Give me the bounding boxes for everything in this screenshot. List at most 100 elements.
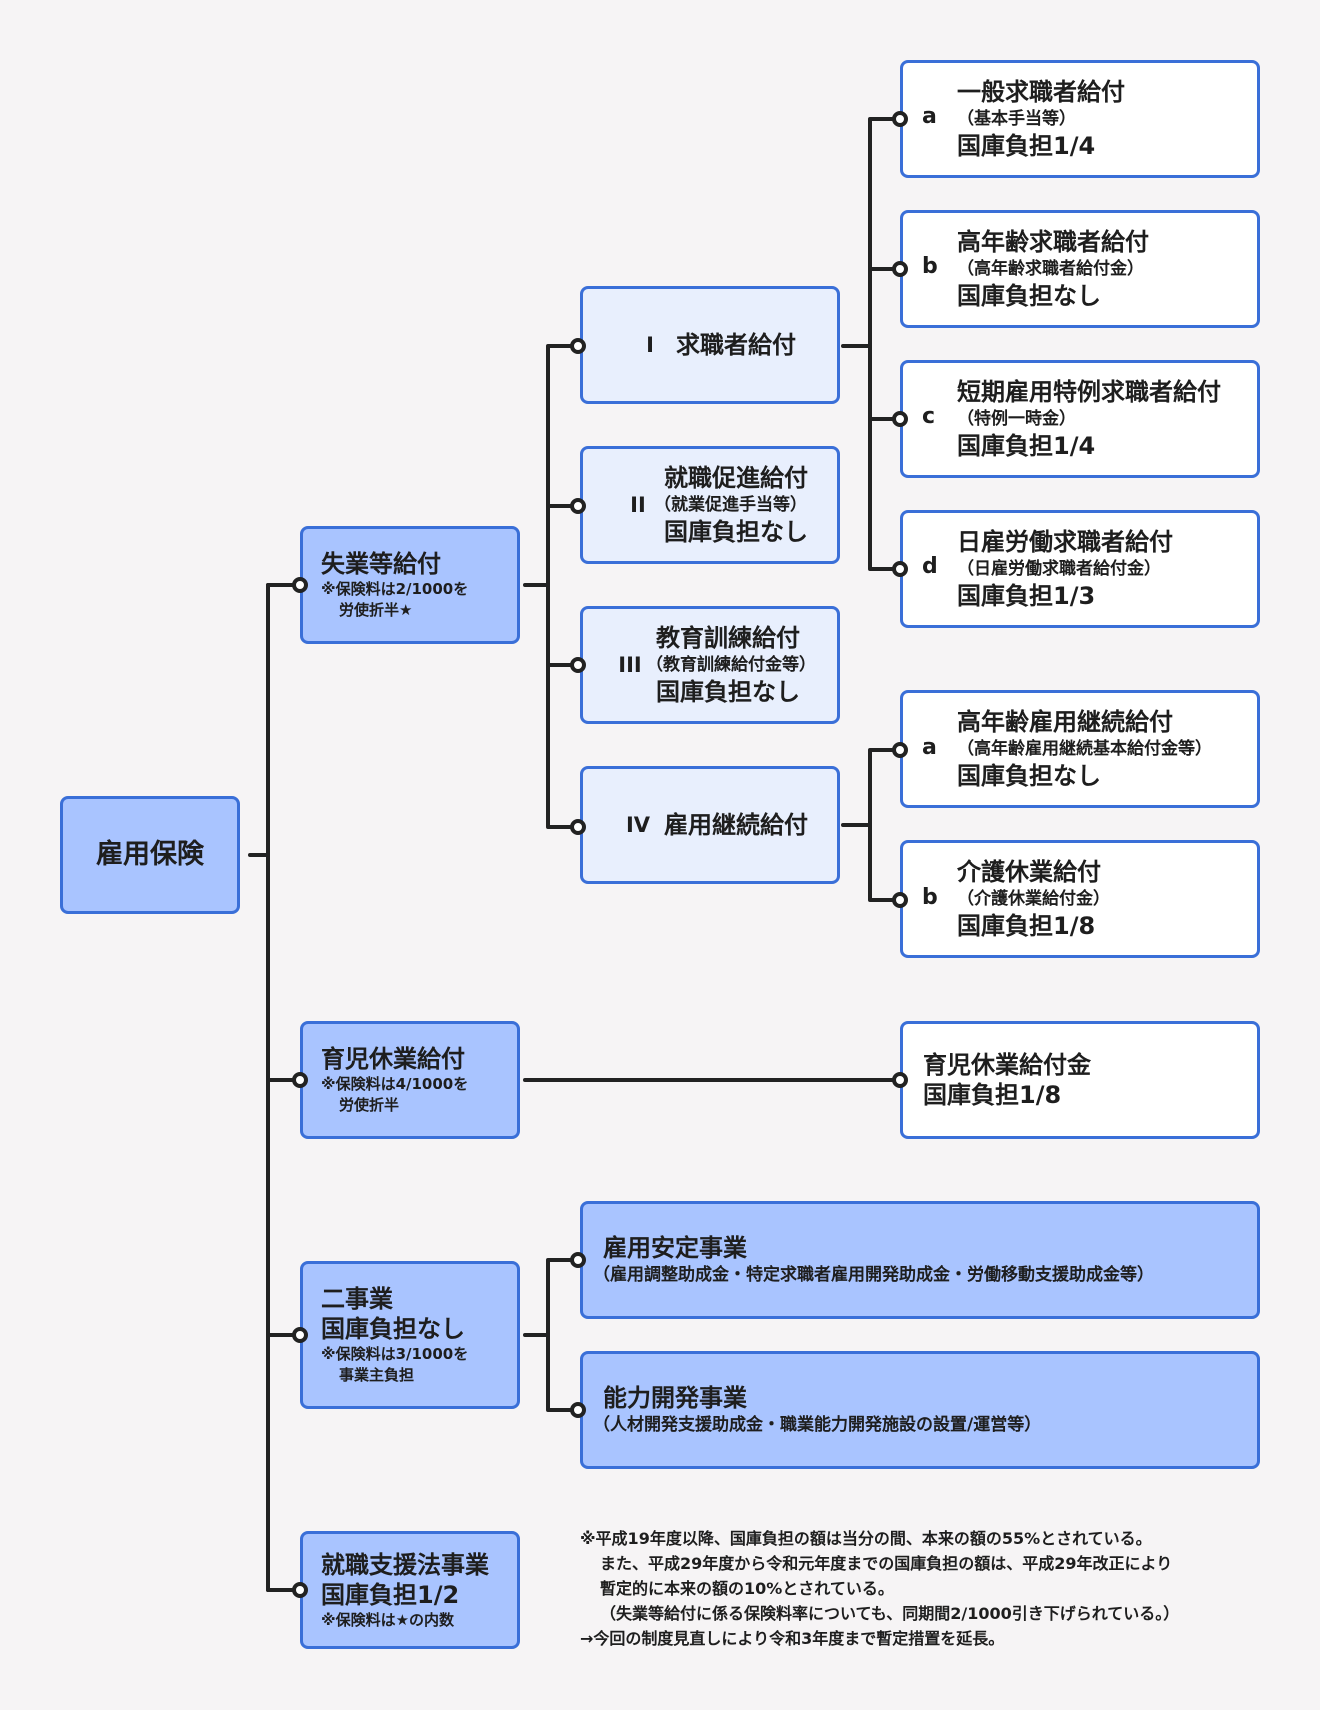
- leaf-title: 高年齢求職者給付: [957, 228, 1149, 256]
- category-two-projects: 二事業 国庫負担なし ※保険料は3/1000を 事業主負担: [300, 1261, 520, 1409]
- mid-label: 求職者給付: [676, 331, 796, 359]
- category-burden: 国庫負担1/2: [321, 1580, 460, 1609]
- leaf-title: 高年齢雇用継続給付: [957, 708, 1173, 736]
- category-note: ※保険料は4/1000を: [321, 1075, 469, 1093]
- connector-dot: [570, 338, 586, 354]
- leaf-sub: （高年齢雇用継続基本給付金等）: [957, 739, 1212, 759]
- connector-dot: [892, 742, 908, 758]
- leaf-burden: 国庫負担なし: [957, 762, 1101, 790]
- leaf-family-care-leave: 介護休業給付 （介護休業給付金） 国庫負担1/8: [900, 840, 1260, 958]
- category-title: 育児休業給付: [321, 1045, 465, 1073]
- connector-dot: [892, 261, 908, 277]
- leaf-burden: 国庫負担1/8: [957, 912, 1096, 940]
- category-note: ※保険料は3/1000を: [321, 1345, 469, 1363]
- connector-dot: [292, 577, 308, 593]
- connector-dot: [570, 498, 586, 514]
- connector-mid: [523, 344, 572, 829]
- project-sub: （人材開発支援助成金・職業能力開発施設の設置/運営等）: [593, 1415, 1042, 1435]
- footnote-line: →今回の制度見直しにより令和3年度まで暫定措置を延長。: [580, 1629, 1005, 1648]
- category-title: 就職支援法事業: [321, 1550, 489, 1579]
- leaf-title: 介護休業給付: [957, 858, 1101, 886]
- mid-title: 教育訓練給付: [656, 624, 800, 652]
- connector-dot: [570, 1402, 586, 1418]
- leaf-burden: 国庫負担1/4: [957, 132, 1096, 160]
- leaf-elderly-jobseeker: 高年齢求職者給付 （高年齢求職者給付金） 国庫負担なし: [900, 210, 1260, 328]
- connector-dot: [570, 819, 586, 835]
- leaf-letter: a: [922, 735, 937, 760]
- footnote-line: ※平成19年度以降、国庫負担の額は当分の間、本来の額の55%とされている。: [580, 1529, 1152, 1548]
- footnote-line: また、平成29年度から令和元年度までの国庫負担の額は、平成29年改正により: [600, 1554, 1173, 1573]
- mid-i-jobseeker: I 求職者給付: [580, 286, 840, 404]
- project-title: 雇用安定事業: [603, 1234, 747, 1262]
- project-employment-stability: 雇用安定事業 （雇用調整助成金・特定求職者雇用開発助成金・労働移動支援助成金等）: [580, 1201, 1260, 1319]
- category-note: 事業主負担: [339, 1366, 415, 1384]
- connector-dot: [892, 561, 908, 577]
- mid-numeral: III: [618, 653, 642, 677]
- leaf-sub: （特例一時金）: [957, 409, 1076, 429]
- connector-categories: [266, 583, 294, 1592]
- connector-dot: [892, 111, 908, 127]
- leaf-burden: 国庫負担1/4: [957, 432, 1096, 460]
- leaf-sub: （日雇労働求職者給付金）: [957, 559, 1161, 579]
- footnote: ※平成19年度以降、国庫負担の額は当分の間、本来の額の55%とされている。 また…: [580, 1526, 1280, 1651]
- leaf-burden: 国庫負担なし: [957, 282, 1101, 310]
- connector-dot: [892, 892, 908, 908]
- leaf-title: 日雇労働求職者給付: [957, 528, 1173, 556]
- mid-sub: （教育訓練給付金等）: [646, 655, 816, 675]
- mid-burden: 国庫負担なし: [656, 678, 800, 706]
- leaf-burden: 国庫負担1/8: [923, 1081, 1062, 1109]
- leaf-title: 一般求職者給付: [957, 78, 1125, 106]
- category-burden: 国庫負担なし: [321, 1315, 465, 1343]
- leaf-general-jobseeker: 一般求職者給付 （基本手当等） 国庫負担1/4: [900, 60, 1260, 178]
- category-title: 失業等給付: [321, 550, 441, 578]
- category-job-support: 就職支援法事業 国庫負担1/2 ※保険料は★の内数: [300, 1531, 520, 1649]
- category-title: 二事業: [321, 1285, 393, 1313]
- footnote-line: （失業等給付に係る保険料率についても、同期間2/1000引き下げられている。）: [600, 1604, 1180, 1623]
- mid-sub: （就業促進手当等）: [654, 495, 807, 515]
- leaf-letter: c: [922, 404, 936, 429]
- connector-projects: [523, 1258, 572, 1412]
- leaf-letter: b: [922, 254, 938, 279]
- connector-dot: [292, 1327, 308, 1343]
- category-note: 労使折半★: [339, 601, 413, 619]
- leaf-letter: b: [922, 885, 938, 910]
- leaf-sub: （高年齢求職者給付金）: [957, 259, 1144, 279]
- connector-dot: [892, 1072, 908, 1088]
- leaf-burden: 国庫負担1/3: [957, 582, 1096, 610]
- leaf-letter: a: [922, 104, 937, 129]
- mid-numeral: II: [630, 493, 646, 517]
- mid-ii-reemployment: II 就職促進給付 （就業促進手当等） 国庫負担なし: [580, 446, 840, 564]
- mid-numeral: IV: [625, 813, 651, 837]
- leaf-title: 短期雇用特例求職者給付: [957, 378, 1221, 406]
- project-title: 能力開発事業: [603, 1384, 747, 1412]
- mid-iii-education: III 教育訓練給付 （教育訓練給付金等） 国庫負担なし: [580, 606, 840, 724]
- project-sub: （雇用調整助成金・特定求職者雇用開発助成金・労働移動支援助成金等）: [593, 1265, 1154, 1285]
- mid-numeral: I: [646, 333, 654, 357]
- category-note: 労使折半: [339, 1096, 400, 1114]
- category-unemployment: 失業等給付 ※保険料は2/1000を 労使折半★: [300, 526, 520, 644]
- leaf-childcare-benefit: 育児休業給付金 国庫負担1/8: [900, 1021, 1260, 1139]
- connector-dot: [292, 1582, 308, 1598]
- leaf-title: 育児休業給付金: [923, 1051, 1091, 1079]
- connector-dot: [892, 411, 908, 427]
- connector-dot: [570, 1252, 586, 1268]
- project-skills-development: 能力開発事業 （人材開発支援助成金・職業能力開発施設の設置/運営等）: [580, 1351, 1260, 1469]
- footnote-line: 暫定的に本来の額の10%とされている。: [600, 1579, 894, 1598]
- category-note: ※保険料は★の内数: [321, 1610, 455, 1629]
- mid-label: 雇用継続給付: [664, 811, 808, 839]
- mid-title: 就職促進給付: [664, 464, 808, 492]
- root-box: 雇用保険: [60, 796, 240, 914]
- mid-burden: 国庫負担なし: [664, 518, 808, 546]
- leaf-day-laborer-jobseeker: 日雇労働求職者給付 （日雇労働求職者給付金） 国庫負担1/3: [900, 510, 1260, 628]
- root-label: 雇用保険: [96, 839, 204, 870]
- leaf-letter: d: [922, 554, 938, 579]
- leaf-elderly-continuation: 高年齢雇用継続給付 （高年齢雇用継続基本給付金等） 国庫負担なし: [900, 690, 1260, 808]
- category-childcare: 育児休業給付 ※保険料は4/1000を 労使折半: [300, 1021, 520, 1139]
- leaf-short-term-jobseeker: 短期雇用特例求職者給付 （特例一時金） 国庫負担1/4: [900, 360, 1260, 478]
- connector-leaves-i: [841, 117, 894, 571]
- connector-dot: [292, 1072, 308, 1088]
- mid-iv-continuation: IV 雇用継続給付: [580, 766, 840, 884]
- category-note: ※保険料は2/1000を: [321, 580, 469, 598]
